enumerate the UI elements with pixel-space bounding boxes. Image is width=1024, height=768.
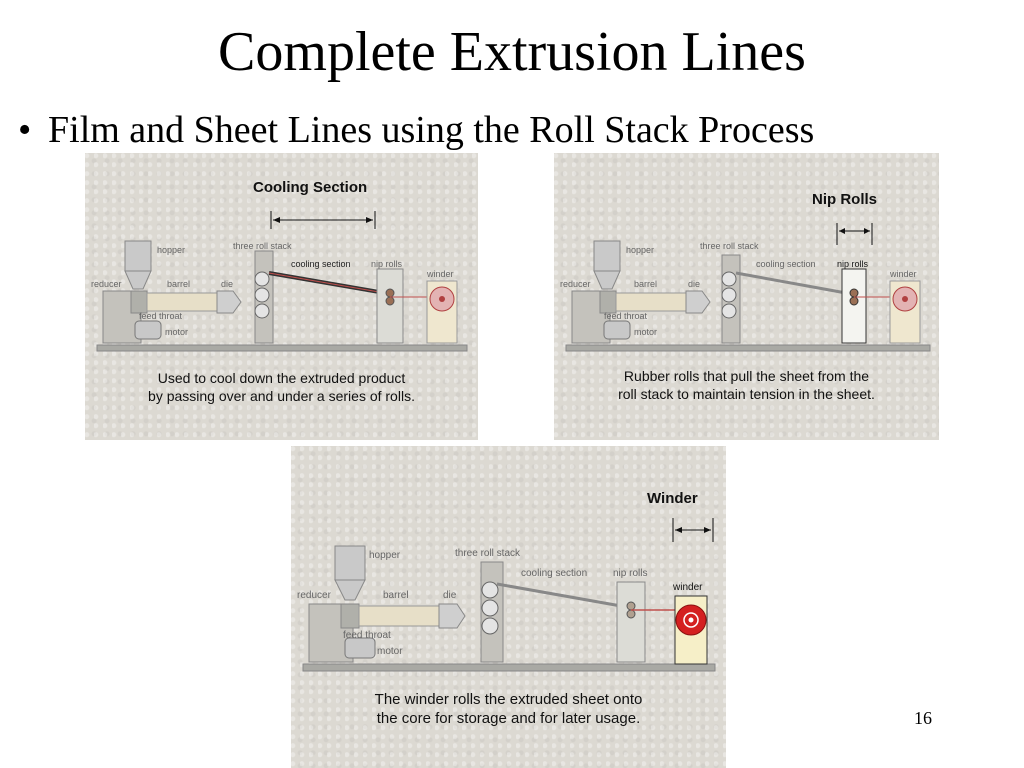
panel-heading: Nip Rolls bbox=[812, 191, 878, 208]
nip-rolls-label: nip rolls bbox=[371, 259, 403, 269]
motor-label: motor bbox=[377, 646, 403, 657]
die-shape bbox=[216, 290, 242, 314]
panel-heading: Winder bbox=[647, 490, 698, 507]
die-label: die bbox=[443, 590, 457, 601]
extrusion-line-diagram: hopper reducer barrel die feed throat mo… bbox=[297, 518, 716, 672]
roll-icon bbox=[721, 271, 737, 287]
caption-line: roll stack to maintain tension in the sh… bbox=[618, 386, 875, 402]
panel-heading: Cooling Section bbox=[253, 179, 368, 196]
reducer-label: reducer bbox=[560, 279, 591, 289]
extrusion-line-diagram: hopper reducer barrel die feed throat mo… bbox=[560, 223, 931, 352]
three-roll-stack-label: three roll stack bbox=[700, 241, 759, 251]
motor-label: motor bbox=[165, 327, 188, 337]
nip-rolls-label: nip rolls bbox=[837, 259, 869, 269]
roll-icon bbox=[721, 287, 737, 303]
die-label: die bbox=[688, 279, 700, 289]
barrel-label: barrel bbox=[383, 590, 409, 601]
feed-throat-box bbox=[340, 603, 360, 629]
nip-roll-icon bbox=[385, 296, 395, 306]
roll-icon bbox=[481, 599, 499, 617]
caption-line: the core for storage and for later usage… bbox=[376, 710, 641, 727]
panel-caption: The winder rolls the extruded sheet onto… bbox=[291, 690, 726, 728]
hopper-shape bbox=[593, 240, 621, 272]
feed-throat-label: feed throat bbox=[604, 311, 648, 321]
reducer-label: reducer bbox=[91, 279, 122, 289]
roll-icon bbox=[254, 303, 270, 319]
extrusion-line-diagram: hopper reducer barrel die feed throat mo… bbox=[91, 211, 468, 352]
cooling-section-label: cooling section bbox=[291, 259, 351, 269]
page-number: 16 bbox=[914, 708, 932, 728]
winder-label: winder bbox=[672, 582, 703, 593]
cooling-sheet bbox=[735, 271, 847, 295]
reducer-label: reducer bbox=[297, 590, 332, 601]
bullet-marker: • bbox=[18, 109, 32, 151]
nip-rolls-frame bbox=[841, 268, 867, 344]
caption-line: Rubber rolls that pull the sheet from th… bbox=[623, 368, 870, 384]
three-roll-stack-label: three roll stack bbox=[233, 241, 292, 251]
cooling-section-label: cooling section bbox=[756, 259, 816, 269]
base-platform bbox=[302, 663, 716, 672]
caption-line: Used to cool down the extruded product bbox=[157, 370, 406, 386]
barrel-shape bbox=[146, 292, 218, 312]
cooling-section-panel: Cooling Section bbox=[85, 153, 478, 440]
roll-icon bbox=[254, 271, 270, 287]
barrel-shape bbox=[358, 605, 440, 627]
feed-throat-box bbox=[599, 290, 617, 314]
die-label: die bbox=[221, 279, 233, 289]
hopper-label: hopper bbox=[157, 245, 185, 255]
motor-icon bbox=[603, 320, 631, 340]
motor-icon bbox=[134, 320, 162, 340]
feed-throat-label: feed throat bbox=[343, 630, 391, 641]
nip-rolls-frame bbox=[616, 581, 646, 663]
die-shape bbox=[685, 290, 711, 314]
caption-line: by passing over and under a series of ro… bbox=[148, 388, 415, 404]
base-platform bbox=[565, 344, 931, 352]
roll-icon bbox=[481, 581, 499, 599]
motor-icon bbox=[344, 637, 376, 659]
panel-caption: Used to cool down the extruded product b… bbox=[85, 369, 478, 405]
nip-roll-icon bbox=[385, 288, 395, 298]
feed-throat-label: feed throat bbox=[139, 311, 183, 321]
barrel-shape bbox=[615, 292, 687, 312]
hopper-shape bbox=[334, 545, 366, 581]
roll-icon bbox=[481, 617, 499, 635]
barrel-label: barrel bbox=[634, 279, 657, 289]
nip-rolls-label: nip rolls bbox=[613, 568, 647, 579]
hopper-label: hopper bbox=[369, 550, 401, 561]
winder-panel: Winder hopper reducer barrel die feed th… bbox=[291, 446, 726, 768]
winder-label: winder bbox=[889, 269, 917, 279]
die-shape bbox=[438, 603, 466, 629]
bullet-text: Film and Sheet Lines using the Roll Stac… bbox=[48, 109, 815, 151]
winder-frame bbox=[426, 280, 458, 344]
barrel-label: barrel bbox=[167, 279, 190, 289]
three-roll-stack-label: three roll stack bbox=[455, 548, 521, 559]
slide-title: Complete Extrusion Lines bbox=[218, 21, 806, 83]
nip-roll-icon bbox=[849, 288, 859, 298]
winder-label: winder bbox=[426, 269, 454, 279]
hopper-shape bbox=[124, 240, 152, 272]
hopper-label: hopper bbox=[626, 245, 654, 255]
nip-rolls-panel: Nip Rolls hopper reducer barrel die feed… bbox=[554, 153, 939, 440]
panel-caption: Rubber rolls that pull the sheet from th… bbox=[554, 367, 939, 403]
roll-icon bbox=[721, 303, 737, 319]
nip-roll-icon bbox=[626, 601, 636, 611]
nip-rolls-frame bbox=[376, 268, 404, 344]
base-platform bbox=[96, 344, 468, 352]
nip-roll-icon bbox=[849, 296, 859, 306]
cooling-section-label: cooling section bbox=[521, 568, 587, 579]
nip-roll-icon bbox=[626, 609, 636, 619]
motor-label: motor bbox=[634, 327, 657, 337]
roll-icon bbox=[254, 287, 270, 303]
caption-line: The winder rolls the extruded sheet onto bbox=[374, 691, 643, 708]
cooling-sheet bbox=[496, 582, 622, 608]
bullet-item: • Film and Sheet Lines using the Roll Sta… bbox=[18, 106, 814, 154]
feed-throat-box bbox=[130, 290, 148, 314]
